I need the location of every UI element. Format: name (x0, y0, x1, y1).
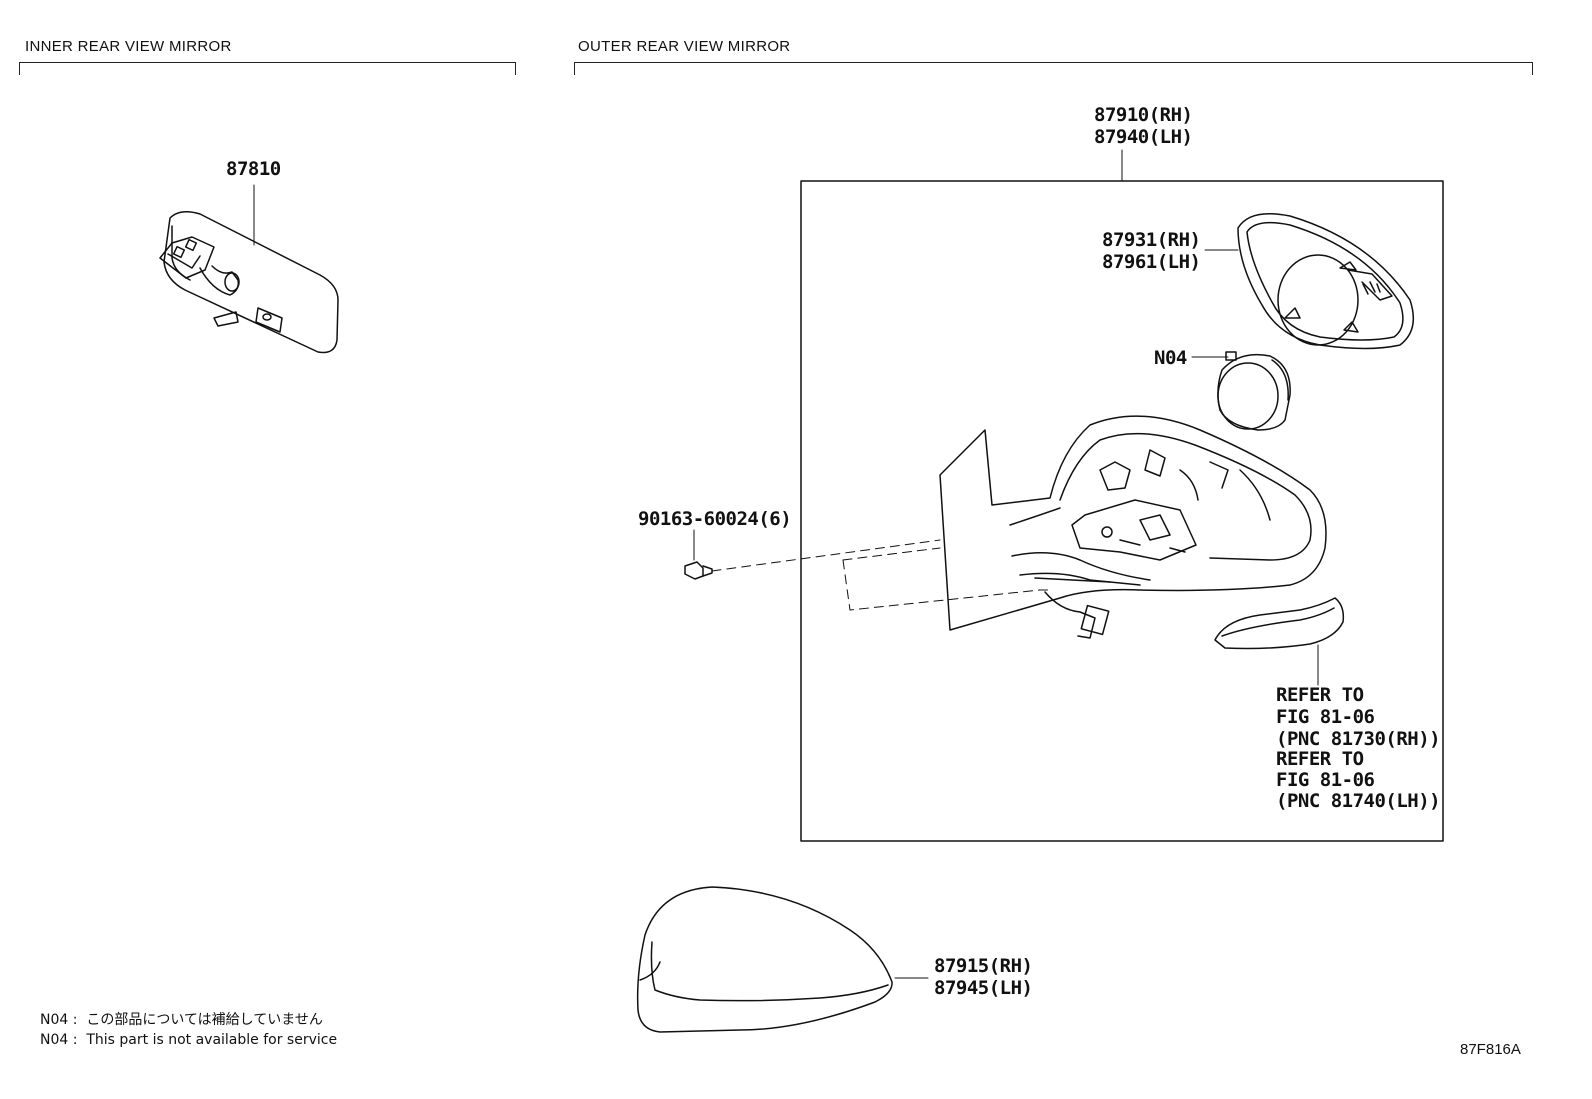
section-title-inner: INNER REAR VIEW MIRROR (25, 38, 232, 55)
callout-cover-lh: 87945(LH) (934, 977, 1033, 999)
callout-inner-mirror: 87810 (226, 158, 281, 180)
callout-mirror-glass-lh: 87961(LH) (1102, 251, 1201, 273)
mirror-motor-illustration (1217, 351, 1291, 431)
turn-signal-illustration (1214, 597, 1345, 650)
refer-line-1: REFER TO (1276, 684, 1364, 706)
screw-illustration (684, 561, 713, 580)
figure-code: 87F816A (1460, 1041, 1521, 1058)
refer-line-5: FIG 81-06 (1276, 769, 1375, 791)
callout-mirror-glass-rh: 87931(RH) (1102, 229, 1201, 251)
inner-mirror-illustration (159, 211, 339, 354)
section-bracket-outer (574, 62, 1533, 75)
callout-cover-rh: 87915(RH) (934, 955, 1033, 977)
callout-screw: 90163-60024(6) (638, 508, 792, 530)
footnote-en: N04 : This part is not available for ser… (40, 1032, 338, 1048)
refer-line-3: (PNC 81730(RH)) (1276, 728, 1441, 750)
mirror-body-illustration (939, 415, 1327, 639)
refer-line-2: FIG 81-06 (1276, 706, 1375, 728)
refer-line-6: (PNC 81740(LH)) (1276, 790, 1441, 812)
callout-outer-assy-rh: 87910(RH) (1094, 104, 1193, 126)
section-bracket-inner (19, 62, 516, 75)
mirror-glass-illustration (1237, 213, 1415, 350)
mirror-cover-illustration (636, 886, 893, 1033)
callout-motor: N04 (1154, 347, 1187, 369)
footnote-jp: N04 : この部品については補給していません (40, 1012, 323, 1028)
section-title-outer: OUTER REAR VIEW MIRROR (578, 38, 791, 55)
callout-outer-assy-lh: 87940(LH) (1094, 126, 1193, 148)
refer-line-4: REFER TO (1276, 748, 1364, 770)
